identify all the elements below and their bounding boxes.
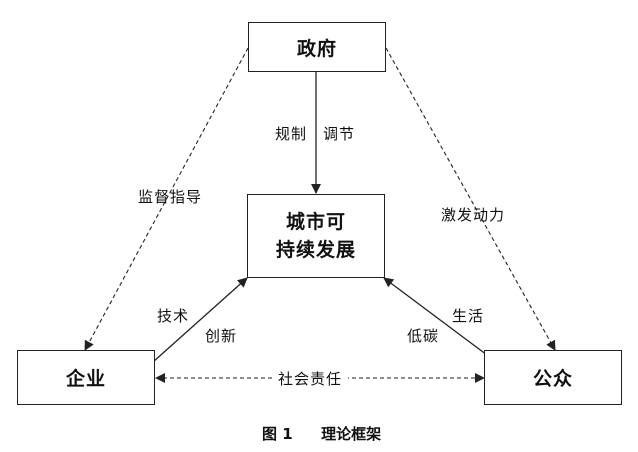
edge-label-life: 生活 xyxy=(452,307,485,325)
node-enterprise-label: 企业 xyxy=(65,368,106,390)
edge-label-innovation: 创新 xyxy=(205,327,238,345)
node-government-label: 政府 xyxy=(296,37,337,60)
node-government: 政府 xyxy=(248,22,386,72)
node-public-label: 公众 xyxy=(532,368,573,390)
node-enterprise: 企业 xyxy=(17,350,155,405)
figure-number: 图 1 xyxy=(262,425,293,443)
edge-label-motivation: 激发动力 xyxy=(441,206,506,224)
edge-label-social-responsibility: 社会责任 xyxy=(272,368,349,389)
arrow-public-to-city xyxy=(383,277,488,356)
edge-label-adjustment: 调节 xyxy=(323,125,356,143)
node-city-label-line1: 城市可 xyxy=(285,211,346,233)
edge-label-low-carbon: 低碳 xyxy=(407,327,440,345)
edge-label-technology: 技术 xyxy=(157,307,190,325)
arrow-gov-to-public xyxy=(385,47,556,351)
figure-caption: 图 1 理论框架 xyxy=(262,423,381,444)
node-sustainable-city: 城市可 持续发展 xyxy=(247,194,385,278)
node-public: 公众 xyxy=(484,350,622,405)
edge-label-regulation: 规制 xyxy=(275,125,308,143)
arrow-enterprise-to-city xyxy=(152,277,248,363)
arrow-gov-to-enterprise xyxy=(84,47,249,351)
edge-label-supervision: 监督指导 xyxy=(138,188,203,206)
node-city-label-line2: 持续发展 xyxy=(275,239,356,261)
figure-title: 理论框架 xyxy=(321,425,382,443)
